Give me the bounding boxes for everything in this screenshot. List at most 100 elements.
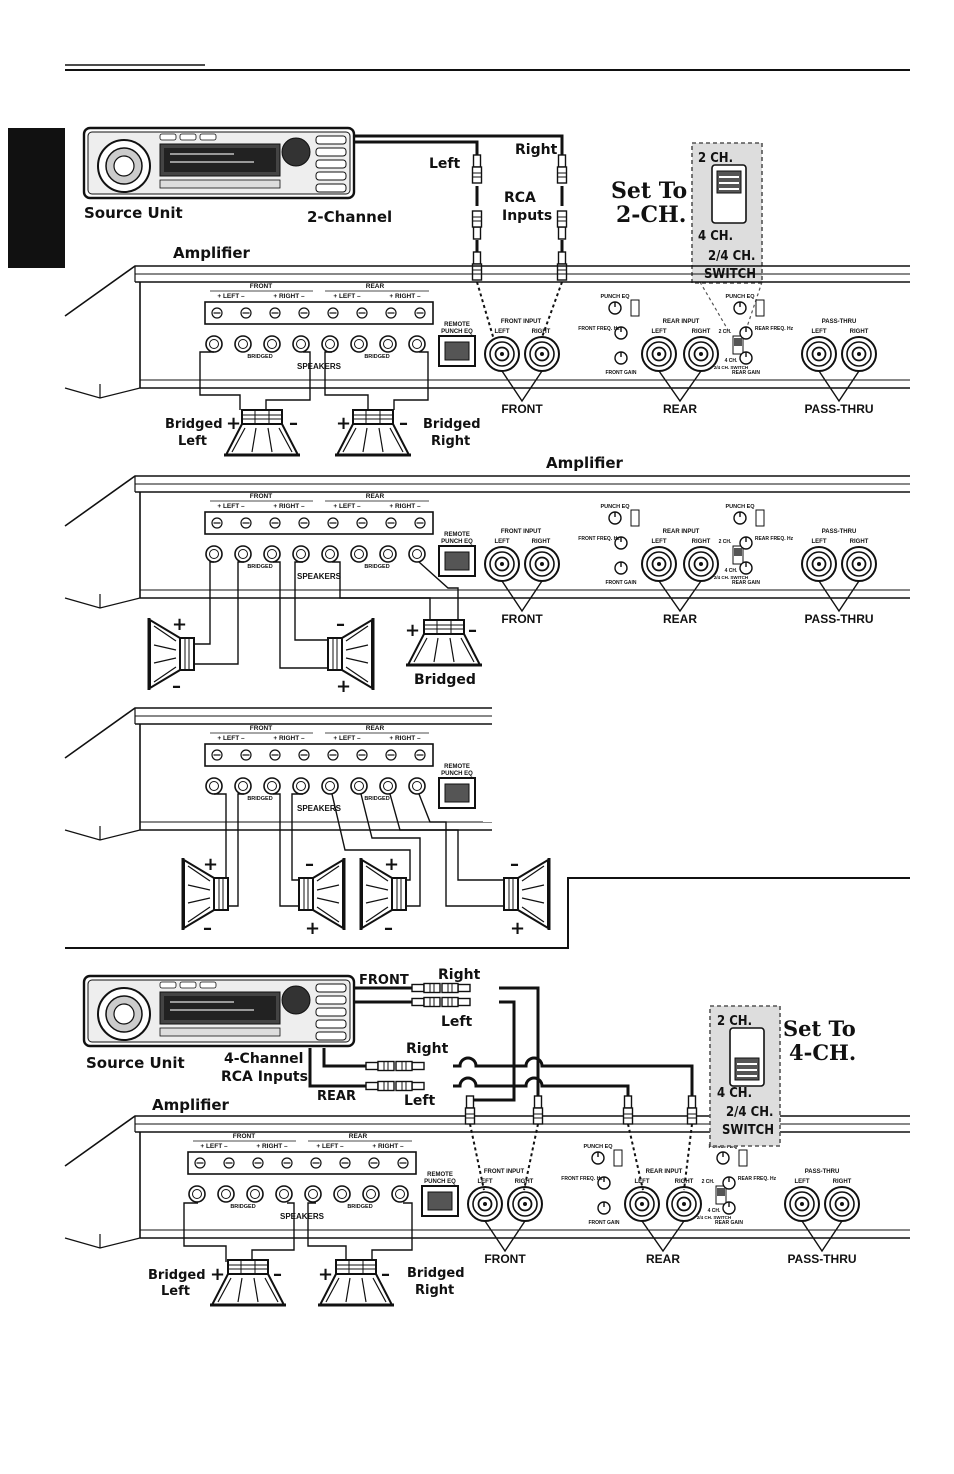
punch-eq-knob [716,1151,730,1165]
left-bottom-label: Left [404,1093,436,1109]
remote-port-socket [427,1191,453,1211]
speaker-terminal-nut [263,335,281,353]
rear-left-rca-jack [641,546,677,582]
bridged-label: BRIDGED [230,1204,255,1210]
front-left-rca-jack [484,336,520,372]
speakers-label: SPEAKERS [297,804,342,813]
input-right-label: RIGHT [515,1179,534,1185]
left-terminal-label: + LEFT – [333,503,361,510]
punch-eq-knob [733,511,747,525]
speaker-terminal-nut [234,545,252,563]
bridged-right-label-1: Bridged [407,1266,465,1281]
eq-switch [630,299,640,317]
switch-2ch-label: 2 CH. [717,1014,752,1029]
plus-sign: + [336,413,351,434]
speaker-terminal-nut [379,545,397,563]
speaker-terminal-nut [188,1185,206,1203]
rear-input-label: REAR INPUT [646,1169,683,1175]
right-terminal-label: + RIGHT – [273,503,305,510]
front-group-label: FRONT [501,402,543,416]
two-channel-label: 2-Channel [307,208,392,226]
page-header [8,64,910,268]
terminal-screw [298,749,310,761]
pass-thru-group-label: PASS-THRU [787,1252,856,1266]
front-gain-knob [614,351,628,365]
plus-sign: + [172,614,187,635]
front-header-label: FRONT [250,283,272,290]
switch-2ch-small-label: 2 CH. [719,539,732,545]
switch-4ch-small-label: 4 CH. [725,358,738,364]
amplifier-label: Amplifier [152,1096,230,1114]
plus-sign: + [226,413,241,434]
terminal-screw [414,749,426,761]
terminal-screw [356,517,368,529]
left-terminal-label: + LEFT – [333,735,361,742]
remote-label: PUNCH EQ [441,329,473,335]
speaker-terminal-nut [321,335,339,353]
punch-eq-label: PUNCH EQ [583,1144,613,1150]
terminal-screw [194,1157,206,1169]
remote-label: REMOTE [444,322,470,328]
front-freq-label: FRONT FREQ. Hz [578,326,620,332]
terminal-block [204,511,434,535]
bridged-label: Bridged [414,672,476,688]
eq-switch [630,509,640,527]
left-terminal-label: + LEFT – [333,293,361,300]
speaker-terminal-nut [350,545,368,563]
diagram-4ch-bridged: Source Unit 4-Channel RCA Inputs FRONT R… [82,967,856,1307]
switch-name-small-label: 2/4 CH. SWITCH [714,365,748,370]
terminal-screw [327,749,339,761]
plus-sign: + [336,676,351,697]
rear-freq-label: REAR FREQ. Hz [738,1176,777,1182]
speaker-terminal-nut [234,335,252,353]
bridged-label: BRIDGED [364,354,389,360]
terminal-screw [310,1157,322,1169]
pass-thru-group-label: PASS-THRU [804,612,873,626]
front-input-label: FRONT INPUT [501,529,542,535]
right-terminal-label: + RIGHT – [389,735,421,742]
terminal-screw [414,517,426,529]
front-left-rca-jack [467,1186,503,1222]
remote-label: REMOTE [427,1172,453,1178]
switch-name-label-2: SWITCH [722,1123,774,1138]
set-to-label-2: 4-CH. [789,1040,856,1065]
set-to-label-2: 2-CH. [616,202,686,228]
terminal-screw [211,517,223,529]
speaker-terminal-nut [292,545,310,563]
terminal-screw [252,1157,264,1169]
switch-4ch-label: 4 CH. [698,229,733,244]
set-to-label-1: Set To [783,1016,856,1041]
pass-thru-left-rca-jack [784,1186,820,1222]
rear-label: REAR [317,1089,356,1104]
plus-sign: + [305,918,320,939]
terminal-screw [356,307,368,319]
plus-sign: + [384,854,399,875]
rear-left-rca-jack [641,336,677,372]
source-unit-label: Source Unit [84,204,183,222]
speaker-terminal-nut [205,777,223,795]
left-label: Left [429,156,461,172]
front-right-rca-jack [524,546,560,582]
left-top-label: Left [441,1014,473,1030]
input-right-label: RIGHT [532,539,551,545]
rear-header-label: REAR [366,725,385,732]
terminal-screw [240,749,252,761]
eq-switch [755,299,765,317]
speaker-terminal-nut [263,545,281,563]
right-terminal-label: + RIGHT – [389,503,421,510]
input-right-label: RIGHT [850,539,869,545]
diagram-4ch-speakers: + – – + + – – + [65,793,910,949]
terminal-screw [414,307,426,319]
terminal-screw [211,307,223,319]
diagram-2ch-bridged: Source Unit 2-Channel Left Right RCA Inp… [82,126,763,341]
terminal-screw [269,749,281,761]
source-unit-image [82,126,356,200]
rear-header-label: REAR [366,283,385,290]
input-left-label: LEFT [635,1179,650,1185]
terminal-screw [223,1157,235,1169]
speaker-terminal-nut [408,335,426,353]
eq-switch [613,1149,623,1167]
